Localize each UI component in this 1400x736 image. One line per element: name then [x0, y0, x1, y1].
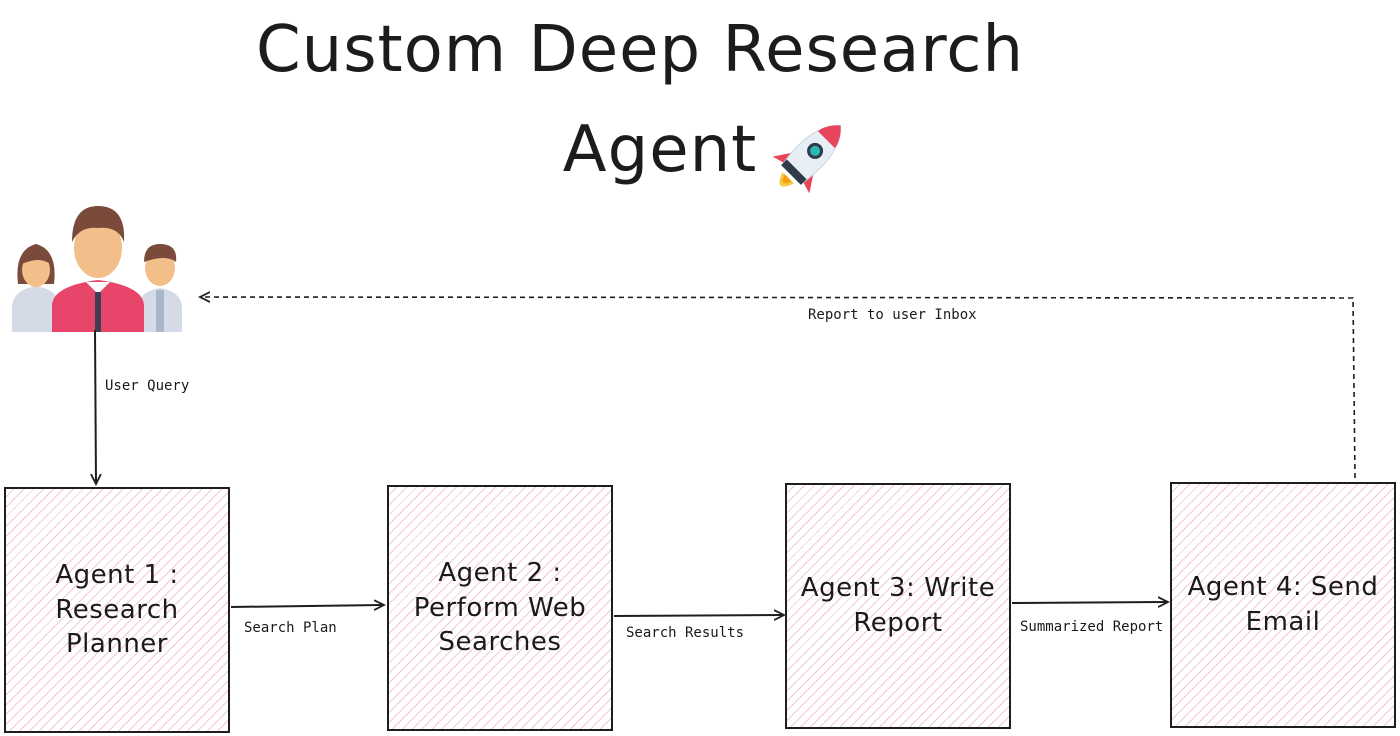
edge-label-report-to-inbox: Report to user Inbox	[808, 307, 977, 323]
users-group-icon	[12, 206, 182, 332]
edge-search-plan-arrow	[230, 605, 384, 607]
edge-label-summarized-report: Summarized Report	[1020, 619, 1164, 635]
edge-user-query-arrow	[95, 329, 96, 484]
node-agent-2-label: Agent 2 : Perform Web Searches	[413, 558, 587, 658]
node-agent-1: Agent 1 : Research Planner	[4, 487, 230, 733]
diagram-title-line-2: Agent	[562, 113, 758, 187]
node-agent-2: Agent 2 : Perform Web Searches	[387, 485, 613, 731]
diagram-title-line-1: Custom Deep Research	[255, 13, 1025, 87]
edge-label-search-plan: Search Plan	[244, 620, 337, 636]
node-agent-3: Agent 3: Write Report	[785, 483, 1011, 729]
node-agent-4: Agent 4: Send Email	[1170, 482, 1396, 728]
edge-label-search-results: Search Results	[626, 625, 745, 641]
edge-summarized-report-arrow	[1011, 602, 1168, 603]
edge-label-user-query: User Query	[105, 378, 190, 394]
edge-report-inbox-arrow	[200, 297, 1356, 479]
node-agent-1-label: Agent 1 : Research Planner	[55, 560, 179, 660]
node-agent-3-label: Agent 3: Write Report	[800, 573, 996, 638]
rocket-icon	[772, 124, 842, 194]
edge-search-results-arrow	[613, 615, 784, 616]
node-agent-4-label: Agent 4: Send Email	[1187, 572, 1379, 637]
